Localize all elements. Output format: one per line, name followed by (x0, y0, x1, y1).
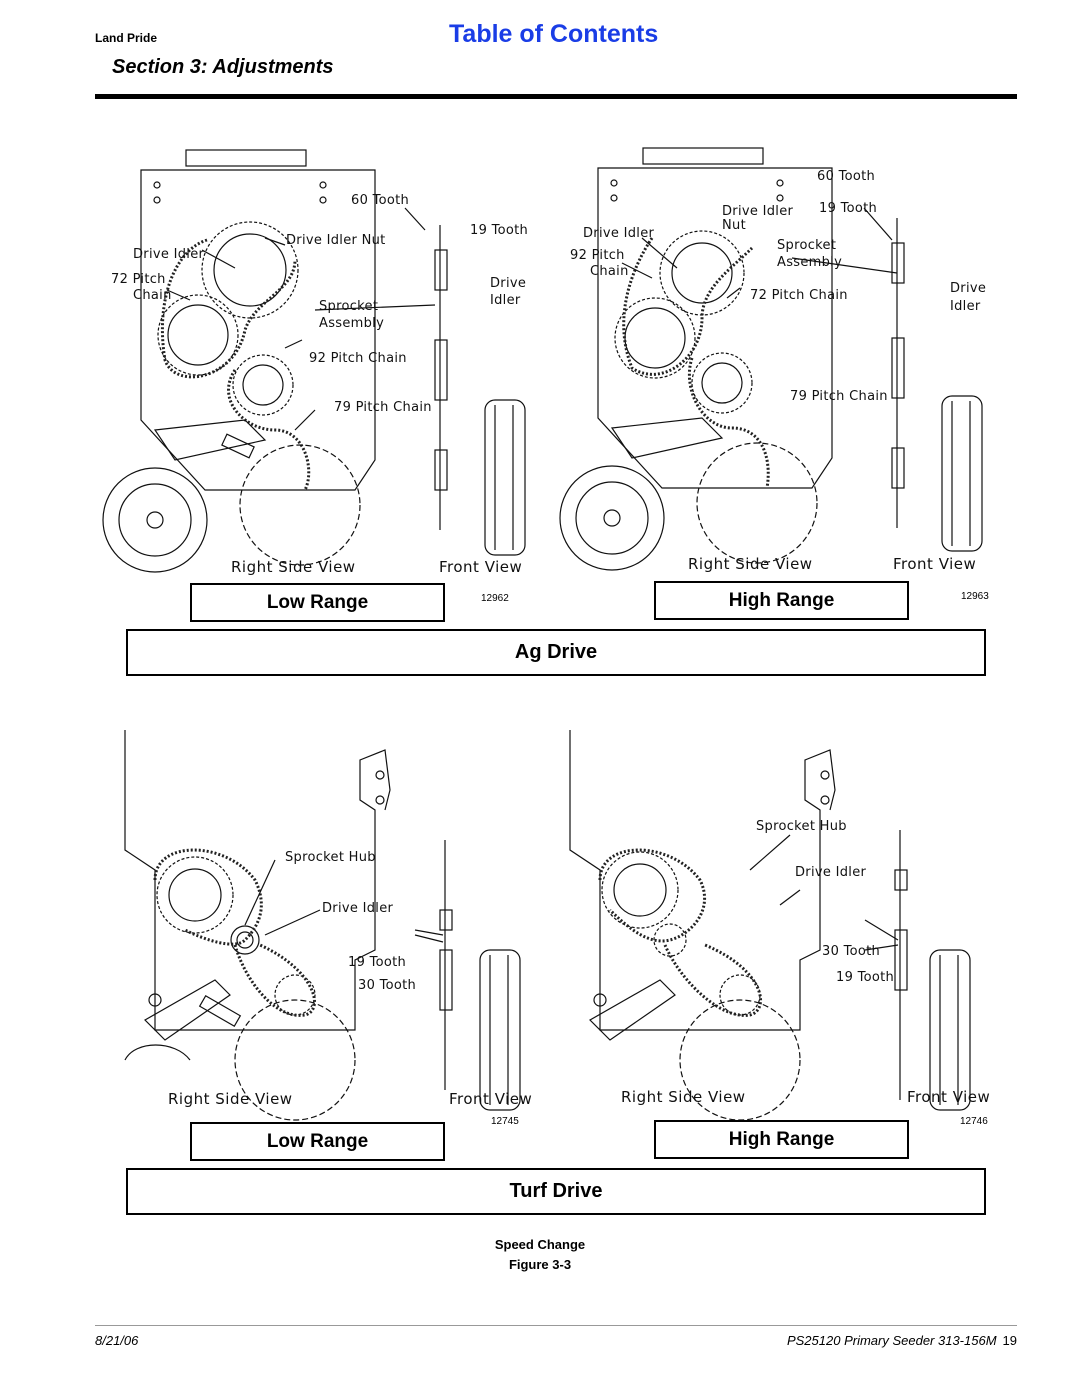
figure-caption-number: Figure 3-3 (508, 1257, 572, 1272)
figure-number: 12963 (961, 591, 989, 602)
label-drive: Drive (490, 276, 526, 291)
label-right-side-view: Right Side View (168, 1090, 293, 1108)
figure-number: 12745 (491, 1116, 519, 1127)
brand-name: Land Pride (95, 31, 158, 45)
label-drive-idler: Drive Idler (795, 865, 866, 880)
speed-change-diagram: 60 Tooth Drive Idler Nut 19 Tooth Drive … (102, 147, 990, 1127)
label-drive-idler: Drive Idler (722, 204, 793, 219)
footer-document-title: PS25120 Primary Seeder 313-156M (786, 1333, 997, 1348)
figure-number: 12746 (960, 1116, 988, 1127)
ag-high-range-box: High Range (654, 581, 909, 620)
label-19-tooth: 19 Tooth (819, 201, 877, 216)
label-79-pitch-chain: 79 Pitch Chain (790, 389, 888, 404)
label-drive-idler-2: Drive Idler (583, 226, 654, 241)
turf-drive-banner: Turf Drive (126, 1168, 986, 1215)
label-drive-idler: Drive Idler (133, 247, 204, 262)
footer-rule (95, 1325, 1017, 1326)
turf-low-range-box: Low Range (190, 1122, 445, 1161)
label-chain: Chain (133, 288, 172, 303)
section-title: Section 3: Adjustments (112, 56, 334, 78)
label-front-view: Front View (439, 558, 522, 576)
label-sprocket-hub: Sprocket Hub (756, 819, 847, 834)
label-right-side-view: Right Side View (621, 1088, 746, 1106)
label-79-pitch-chain: 79 Pitch Chain (334, 400, 432, 415)
label-chain: Chain (590, 264, 629, 279)
label-72-pitch-chain: 72 Pitch Chain (750, 288, 848, 303)
label-drive-idler: Drive Idler (322, 901, 393, 916)
label-drive: Drive (950, 281, 986, 296)
label-idler: Idler (950, 299, 981, 314)
label-idler: Idler (490, 293, 521, 308)
page-number: 19 (1002, 1333, 1017, 1348)
footer-document-info: PS25120 Primary Seeder 313-156M 19 (787, 1333, 1017, 1348)
label-assembly: Assembly (777, 255, 842, 270)
header-rule (95, 94, 1017, 99)
label-drive-idler-nut: Drive Idler Nut (286, 233, 386, 248)
footer-date: 8/21/06 (95, 1333, 139, 1348)
ag-low-range-box: Low Range (190, 583, 445, 622)
label-sprocket-hub: Sprocket Hub (285, 850, 376, 865)
label-92-pitch: 92 Pitch (570, 248, 625, 263)
label-front-view: Front View (893, 555, 976, 573)
label-92-pitch-chain: 92 Pitch Chain (309, 351, 407, 366)
turf-low-range-drawing (124, 730, 521, 1121)
label-front-view: Front View (907, 1088, 990, 1106)
ag-high-range-labels: 60 Tooth Drive Idler Nut 19 Tooth Drive … (570, 169, 989, 602)
label-30-tooth: 30 Tooth (822, 944, 880, 959)
label-19-tooth: 19 Tooth (348, 955, 406, 970)
label-front-view: Front View (449, 1090, 532, 1108)
ag-high-range-drawing (559, 147, 983, 571)
figure-caption-title: Speed Change (494, 1237, 586, 1252)
figure-number: 12962 (481, 593, 509, 604)
label-sprocket: Sprocket (777, 238, 836, 253)
turf-high-range-box: High Range (654, 1120, 909, 1159)
ag-drive-banner: Ag Drive (126, 629, 986, 676)
label-sprocket: Sprocket (319, 299, 378, 314)
table-of-contents-link[interactable]: Table of Contents (449, 20, 659, 48)
label-right-side-view: Right Side View (231, 558, 356, 576)
label-right-side-view: Right Side View (688, 555, 813, 573)
turf-low-range-labels: Sprocket Hub Drive Idler 19 Tooth 30 Too… (168, 850, 532, 1108)
label-19-tooth: 19 Tooth (836, 970, 894, 985)
label-assembly: Assembly (319, 316, 384, 331)
label-30-tooth: 30 Tooth (358, 978, 416, 993)
label-72-pitch: 72 Pitch (111, 272, 166, 287)
label-60-tooth: 60 Tooth (817, 169, 875, 184)
label-19-tooth: 19 Tooth (470, 223, 528, 238)
ag-low-range-labels: 60 Tooth Drive Idler Nut 19 Tooth Drive … (111, 193, 528, 604)
label-60-tooth: 60 Tooth (351, 193, 409, 208)
turf-high-range-drawing (569, 730, 971, 1121)
ag-low-range-drawing (102, 149, 526, 573)
label-nut: Nut (722, 218, 746, 233)
turf-high-range-labels: Sprocket Hub Drive Idler 30 Tooth 19 Too… (621, 819, 990, 1106)
